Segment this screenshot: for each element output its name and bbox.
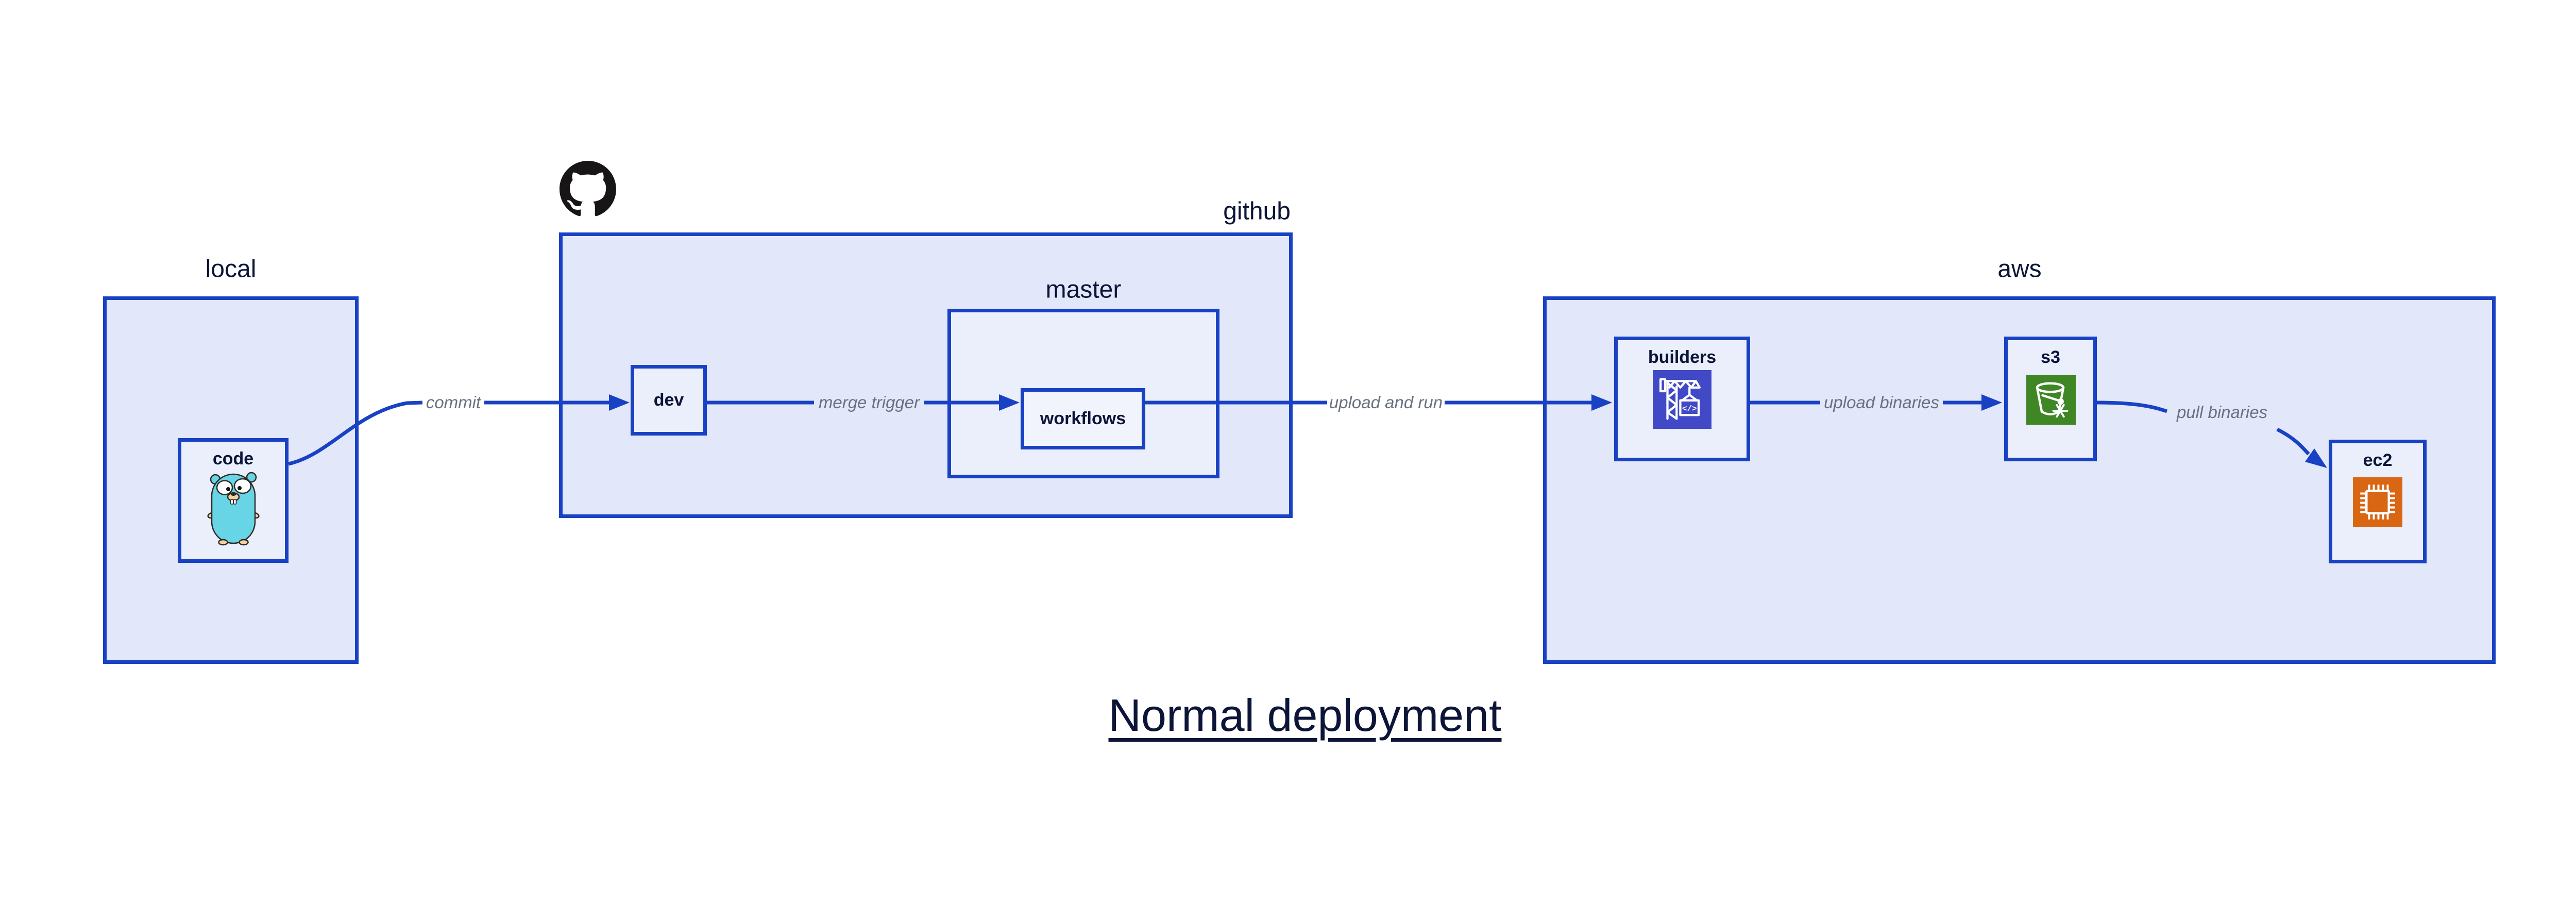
container-aws-label: aws — [1997, 255, 2042, 283]
node-s3-label: s3 — [2041, 347, 2060, 367]
container-local-label: local — [205, 255, 257, 283]
svg-text:</>: </> — [1682, 404, 1697, 413]
github-octocat-icon — [560, 161, 616, 216]
node-code-label: code — [212, 449, 254, 469]
container-github-label: github — [1223, 197, 1291, 225]
edge-label-upload-binaries: upload binaries — [1824, 393, 1939, 412]
edge-label-merge-trigger: merge trigger — [818, 393, 920, 412]
node-dev: dev — [631, 365, 707, 436]
node-builders: builders — [1614, 337, 1750, 461]
edge-label-pull-binaries: pull binaries — [2176, 403, 2268, 422]
node-workflows-label: workflows — [1040, 409, 1126, 428]
node-dev-label: dev — [653, 390, 684, 410]
edge-label-commit: commit — [426, 393, 481, 412]
diagram-title: Normal deployment — [1108, 690, 1502, 741]
edge-label-upload-and-run: upload and run — [1329, 393, 1443, 412]
aws-ec2-chip-icon — [2353, 477, 2402, 527]
node-workflows: workflows — [1021, 388, 1145, 449]
aws-s3-glacier-bucket-icon — [2026, 375, 2076, 425]
node-builders-label: builders — [1648, 347, 1717, 367]
go-gopher-icon — [207, 472, 260, 546]
aws-codebuild-icon: </> — [1653, 370, 1711, 429]
node-ec2-label: ec2 — [2363, 450, 2393, 470]
container-master-label: master — [1045, 276, 1122, 304]
